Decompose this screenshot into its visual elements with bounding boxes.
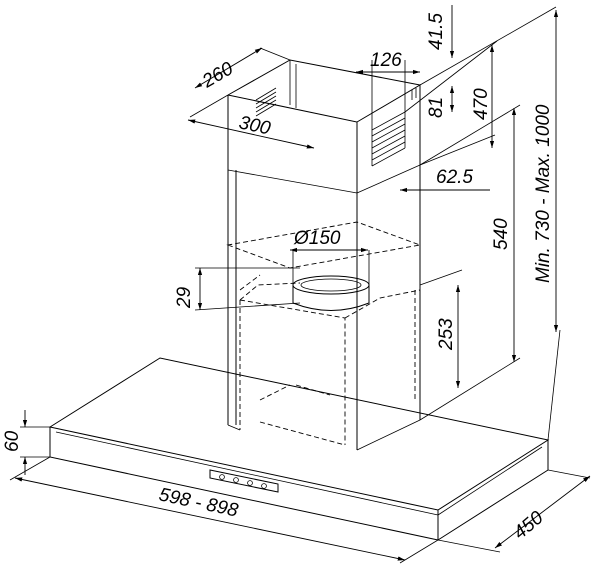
lower-chimney xyxy=(227,164,421,451)
dimension-lines xyxy=(9,5,591,564)
dim-label-540: 540 xyxy=(491,218,512,250)
dim-label-diameter: Ø150 xyxy=(293,228,341,249)
dim-label-470: 470 xyxy=(471,88,492,120)
dim-label-29: 29 xyxy=(174,286,195,309)
outlet-collar xyxy=(292,275,370,311)
canopy xyxy=(48,357,550,541)
button-icon xyxy=(247,480,253,486)
dim-label-598-898: 598 - 898 xyxy=(157,484,240,521)
button-icon xyxy=(219,474,225,480)
button-icon xyxy=(261,483,267,489)
dim-label-126: 126 xyxy=(370,50,402,71)
dim-label-260: 260 xyxy=(198,58,237,93)
button-icon xyxy=(233,477,239,483)
hidden-duct-outline xyxy=(226,221,422,446)
dim-label-300: 300 xyxy=(237,112,273,139)
dim-label-total-height: Min. 730 - Max. 1000 xyxy=(533,104,554,283)
dim-label-81: 81 xyxy=(426,97,447,118)
dim-label-41-5: 41.5 xyxy=(426,13,447,50)
dim-label-253: 253 xyxy=(436,318,457,351)
dim-label-60: 60 xyxy=(2,430,23,452)
vent-grille-right xyxy=(371,111,406,167)
dim-label-62-5: 62.5 xyxy=(436,167,473,188)
vent-grille-left xyxy=(255,87,277,117)
